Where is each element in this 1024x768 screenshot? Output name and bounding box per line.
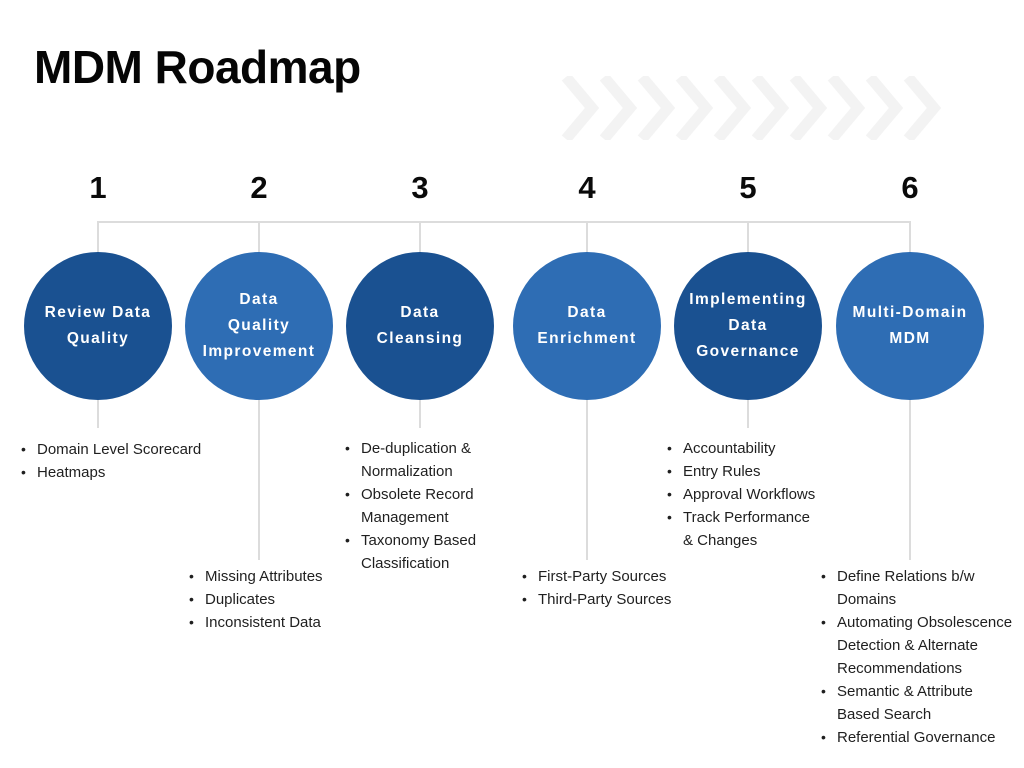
list-item: Duplicates [188, 588, 343, 611]
stage-number-5: 5 [739, 170, 757, 205]
connector-drop-2 [258, 396, 260, 560]
list-item: Heatmaps [20, 461, 230, 484]
stage-label: Data Cleansing [376, 304, 464, 347]
stage-bullets-1: Domain Level Scorecard Heatmaps [20, 438, 230, 484]
list-item: Third-Party Sources [521, 588, 691, 611]
stage-circle-data-cleansing: Data Cleansing [346, 252, 494, 400]
stage-label: Review Data Quality [44, 304, 152, 347]
timeline-tick-3 [419, 221, 421, 254]
list-item: First-Party Sources [521, 565, 691, 588]
connector-drop-4 [586, 396, 588, 560]
stage-label: Implementing Data Governance [689, 291, 807, 360]
list-item: Missing Attributes [188, 565, 343, 588]
connector-drop-6 [909, 396, 911, 560]
stage-circle-multi-domain-mdm: Multi-Domain MDM [836, 252, 984, 400]
list-item: Automating Obsolescence Detection & Alte… [820, 611, 1016, 680]
chevron-right-icon [561, 76, 942, 140]
stage-label: Data Quality Improvement [202, 291, 316, 360]
stage-number-6: 6 [901, 170, 919, 205]
list-item: De-duplication & Normalization [344, 437, 479, 483]
stage-label: Multi-Domain MDM [852, 304, 968, 347]
connector-drop-5 [747, 396, 749, 428]
list-item: Semantic & Attribute Based Search [820, 680, 1016, 726]
stage-bullets-3: De-duplication & Normalization Obsolete … [344, 437, 479, 575]
list-item: Track Performance & Changes [666, 506, 824, 552]
stage-number-3: 3 [411, 170, 429, 205]
stage-bullets-5: Accountability Entry Rules Approval Work… [666, 437, 824, 552]
connector-drop-1 [97, 396, 99, 428]
stage-circle-data-quality-improvement: Data Quality Improvement [185, 252, 333, 400]
timeline-line [97, 221, 911, 223]
list-item: Approval Workflows [666, 483, 824, 506]
timeline-tick-6 [909, 221, 911, 254]
list-item: Entry Rules [666, 460, 824, 483]
timeline-tick-5 [747, 221, 749, 254]
stage-bullets-4: First-Party Sources Third-Party Sources [521, 565, 691, 611]
timeline-tick-4 [586, 221, 588, 254]
list-item: Accountability [666, 437, 824, 460]
page-title: MDM Roadmap [34, 41, 361, 93]
timeline-tick-2 [258, 221, 260, 254]
stage-circle-implementing-data-governance: Implementing Data Governance [674, 252, 822, 400]
list-item: Obsolete Record Management [344, 483, 479, 529]
stage-number-1: 1 [89, 170, 107, 205]
stage-label: Data Enrichment [537, 304, 637, 347]
stage-bullets-2: Missing Attributes Duplicates Inconsiste… [188, 565, 343, 634]
connector-drop-3 [419, 396, 421, 428]
stage-circle-data-enrichment: Data Enrichment [513, 252, 661, 400]
list-item: Inconsistent Data [188, 611, 343, 634]
stage-number-4: 4 [578, 170, 596, 205]
list-item: Referential Governance [820, 726, 1016, 749]
timeline-tick-1 [97, 221, 99, 254]
stage-number-2: 2 [250, 170, 268, 205]
list-item: Define Relations b/w Domains [820, 565, 1016, 611]
list-item: Domain Level Scorecard [20, 438, 230, 461]
stage-circle-review-data-quality: Review Data Quality [24, 252, 172, 400]
list-item: Taxonomy Based Classification [344, 529, 479, 575]
stage-bullets-6: Define Relations b/w Domains Automating … [820, 565, 1016, 749]
